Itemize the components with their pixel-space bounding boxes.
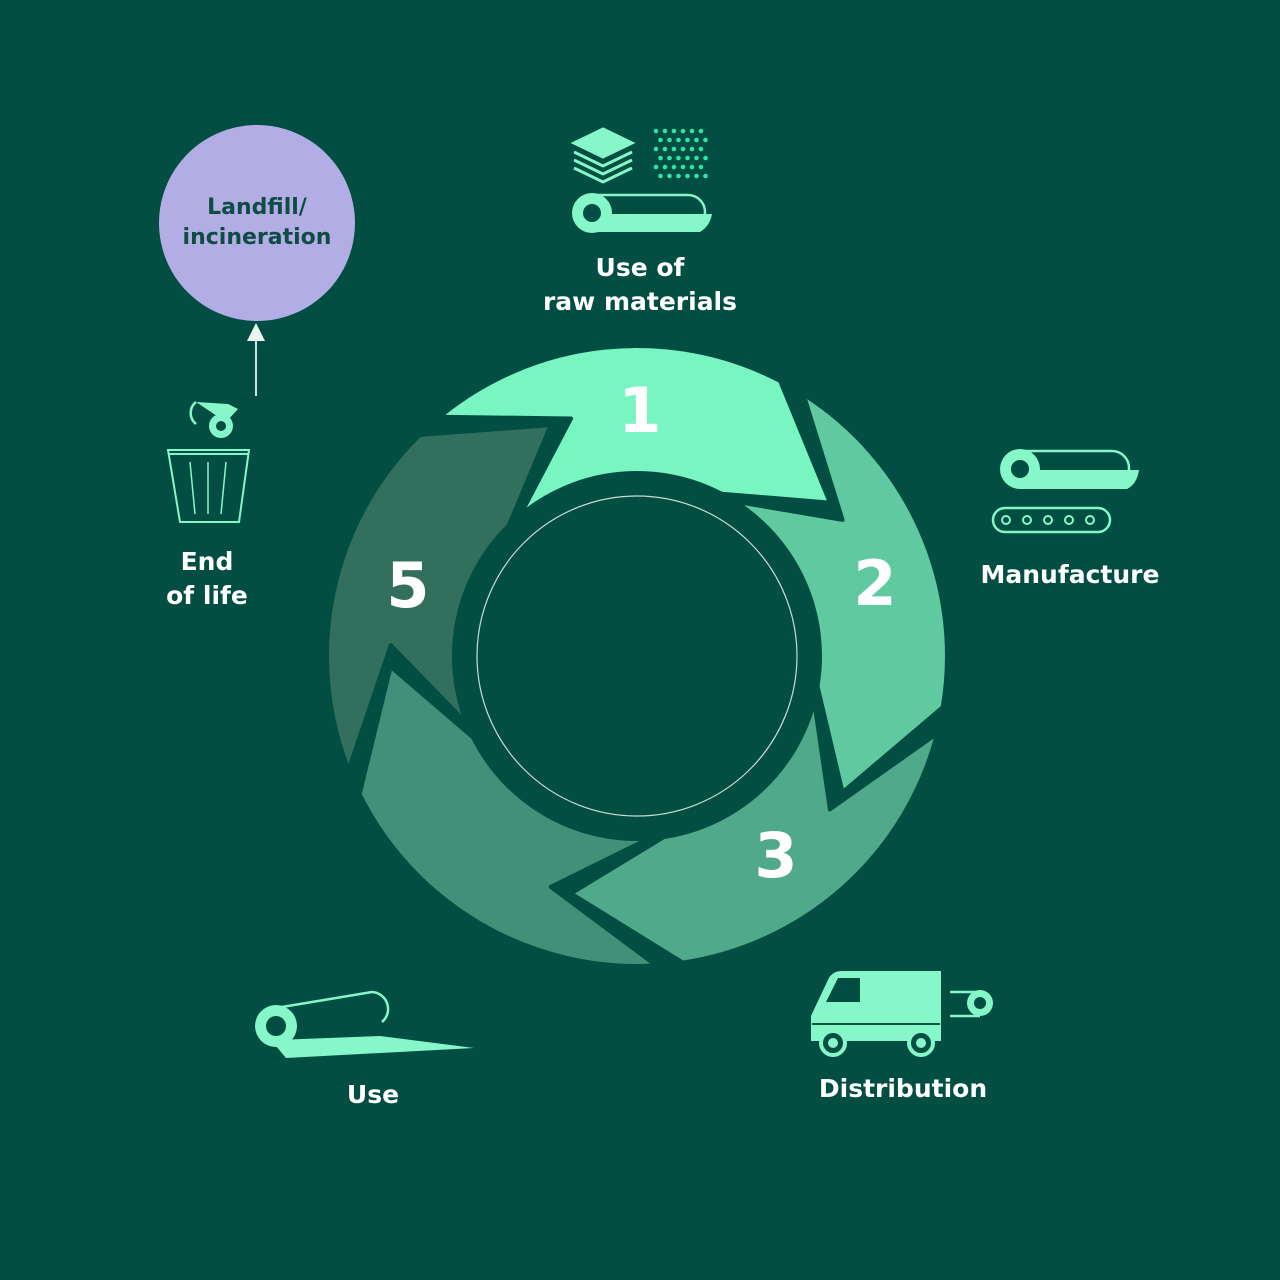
material-dot [671,128,677,134]
conveyor-roller [1022,515,1032,525]
material-dot [653,146,659,152]
segment-number-3: 3 [754,819,797,892]
material-dot [676,173,681,179]
inner-disc [454,473,820,839]
segment-number-5: 5 [386,549,429,622]
cycle-ring [325,344,949,968]
material-dot [658,137,663,143]
material-dot [685,155,690,161]
inner-circle [476,495,798,817]
material-dot [680,128,686,134]
material-dot [658,155,663,161]
delivery-van-icon [811,971,993,1057]
unrolled-roll-icon [255,990,474,1058]
material-dot [653,164,659,170]
material-dot [667,137,672,143]
conveyor-roller [1064,515,1074,525]
raw-materials-label: Use of raw materials [540,251,740,319]
material-dot [676,155,681,161]
landfill-label-line2: incineration [182,225,332,250]
distribution-label: Distribution [818,1074,988,1103]
material-dot [680,146,686,152]
material-dot [662,128,668,134]
material-dot [689,128,695,134]
material-dot [671,146,677,152]
conveyor-roller [1085,515,1095,525]
conveyor-roller [1001,515,1011,525]
manufacture-label: Manufacture [980,560,1160,589]
end-of-life-label-line1: End [180,547,234,576]
material-dot [658,173,663,179]
raw-materials-icon [570,127,712,233]
material-dot [689,164,695,170]
material-dot [662,164,668,170]
material-dot [667,155,672,161]
material-dot [698,164,704,170]
material-dot [694,137,699,143]
material-dot [653,128,659,134]
material-dot [694,155,699,161]
material-dot [694,173,699,179]
material-dot [671,164,677,170]
conveyor-belt-icon [991,449,1139,534]
material-dot [685,173,690,179]
material-dot [703,155,708,161]
raw-materials-label-line1: Use of [595,253,685,282]
material-dot [662,146,668,152]
material-dot [689,146,695,152]
material-dot [698,128,704,134]
use-label: Use [346,1080,400,1109]
end-of-life-label: End of life [137,545,277,613]
trash-bin-icon [166,401,251,523]
material-dot [698,146,704,152]
material-dot [703,173,708,179]
material-dot [685,137,690,143]
material-dot [680,164,686,170]
material-dot [667,173,672,179]
end-of-life-label-line2: of life [166,581,248,610]
segment-number-2: 2 [853,547,896,620]
landfill-label-line1: Landfill/ [207,195,307,220]
segment-number-1: 1 [618,374,661,447]
material-dot [703,137,708,143]
material-dot [676,137,681,143]
conveyor-roller [1043,515,1053,525]
landfill-incineration-node: Landfill/ incineration [159,125,355,321]
raw-materials-label-line2: raw materials [542,287,738,316]
